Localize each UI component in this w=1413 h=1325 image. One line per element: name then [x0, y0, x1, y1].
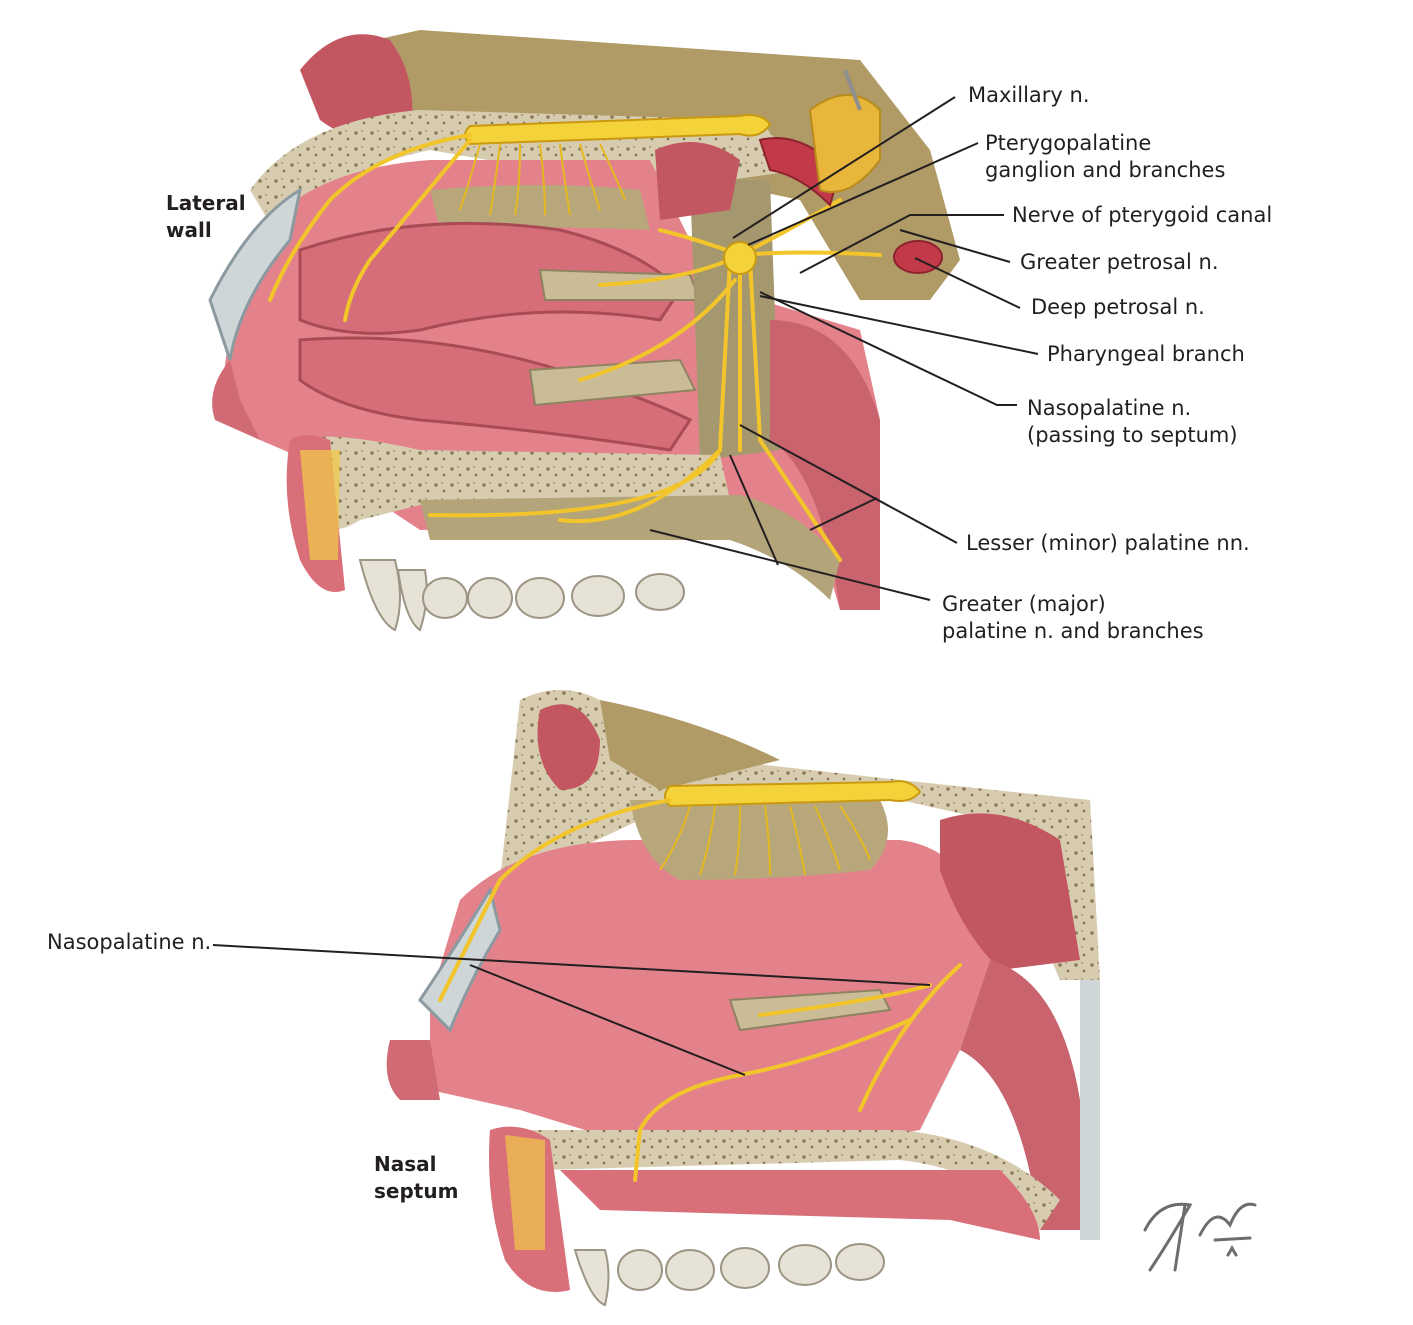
olfactory-filaments-top [459, 143, 626, 216]
leader-deep-petrosal [914, 257, 1021, 309]
lateral-wall-illustration [208, 30, 960, 632]
dura-bottom [600, 700, 780, 790]
signature-netter [1143, 1202, 1257, 1272]
leader-lesser-palatine-2 [809, 497, 878, 531]
label-line: Greater (major) [942, 592, 1106, 616]
label-line: palatine n. and branches [942, 619, 1204, 643]
nose-tip-bottom [386, 1040, 440, 1100]
label-pharyngeal: Pharyngeal branch [1047, 341, 1245, 368]
label-maxillary: Maxillary n. [968, 82, 1090, 109]
leader-pharyngeal [759, 295, 1039, 355]
leader-pterygoid-canal [799, 214, 1004, 274]
frontal-sinus-bottom [537, 704, 600, 790]
lip-fat-bottom [505, 1135, 545, 1250]
label-pterygopalatine: Pterygopalatine ganglion and branches [985, 130, 1225, 184]
label-line: Greater petrosal n. [1020, 250, 1219, 274]
label-line: Lesser (minor) palatine nn. [966, 531, 1250, 555]
middle-concha [298, 221, 682, 335]
label-pterygoid-canal: Nerve of pterygoid canal [1012, 202, 1272, 229]
retractor-hook [843, 69, 862, 111]
nasal-bone [208, 186, 303, 361]
leader-lines [212, 96, 1039, 1076]
leader-greater-petrosal [899, 229, 1011, 263]
inferior-concha [298, 336, 693, 452]
sphenoid-sinus-bottom [940, 813, 1080, 970]
side-label-line: wall [166, 218, 212, 242]
olfactory-area [630, 800, 888, 880]
leader-lesser-palatine-1 [739, 424, 958, 544]
nose-tip [212, 360, 260, 440]
olfactory-tract-bottom [664, 780, 922, 808]
nasopharynx-bottom [960, 960, 1080, 1230]
lip-fat [300, 450, 340, 560]
side-label-line: Nasal [374, 1152, 437, 1176]
label-line: Nasopalatine n. [47, 930, 212, 954]
pharyngeal-wall [1080, 980, 1100, 1240]
side-label-nasal-septum: Nasal septum [374, 1151, 458, 1205]
oral-cavity [560, 1170, 1040, 1240]
leader-greater-palatine-2 [729, 454, 779, 566]
label-greater-palatine: Greater (major) palatine n. and branches [942, 591, 1204, 645]
septum-mucosa [430, 840, 990, 1150]
leader-nasopalatine-bottom-2 [469, 964, 746, 1076]
hard-palate-bottom [520, 1130, 1060, 1230]
hard-palate [300, 436, 730, 530]
leader-maxillary [732, 96, 956, 239]
label-lesser-palatine: Lesser (minor) palatine nn. [966, 530, 1250, 557]
nasal-septum-illustration [386, 690, 1100, 1307]
side-label-lateral-wall: Lateral wall [166, 190, 246, 244]
palate-cut [420, 495, 840, 600]
leader-pterygopalatine [747, 142, 979, 246]
nasopharynx [770, 320, 880, 610]
label-nasopalatine-bottom: Nasopalatine n. [47, 929, 211, 956]
leader-greater-palatine-1 [649, 529, 931, 601]
olfactory-filaments-bottom [659, 805, 871, 876]
trigeminal-ganglion [808, 94, 881, 193]
label-deep-petrosal: Deep petrosal n. [1031, 294, 1205, 321]
upper-teeth-septum [573, 1243, 885, 1307]
side-label-line: septum [374, 1179, 459, 1203]
label-line: (passing to septum) [1027, 423, 1238, 447]
nasopalatine-nerve-bottom [438, 798, 962, 1182]
sphenoid-sinus [655, 142, 740, 220]
skull-base-bone [250, 110, 800, 240]
label-greater-petrosal: Greater petrosal n. [1020, 249, 1219, 276]
label-line: Pharyngeal branch [1047, 342, 1245, 366]
upper-teeth-lateral [358, 559, 685, 632]
label-line: Nasopalatine n. [1027, 396, 1192, 420]
label-line: Nerve of pterygoid canal [1012, 203, 1273, 227]
side-label-line: Lateral [166, 191, 246, 215]
label-line: Pterygopalatine [985, 131, 1152, 155]
pterygopalatine-fossa [690, 180, 780, 460]
leader-nasopalatine-bottom-1 [212, 944, 931, 986]
label-nasopalatine-top: Nasopalatine n. (passing to septum) [1027, 395, 1238, 449]
label-line: Maxillary n. [968, 83, 1090, 107]
label-line: ganglion and branches [985, 158, 1226, 182]
label-line: Deep petrosal n. [1031, 295, 1205, 319]
leader-nasopalatine-top [759, 291, 1017, 406]
pterygopalatine-ganglion [723, 241, 757, 275]
